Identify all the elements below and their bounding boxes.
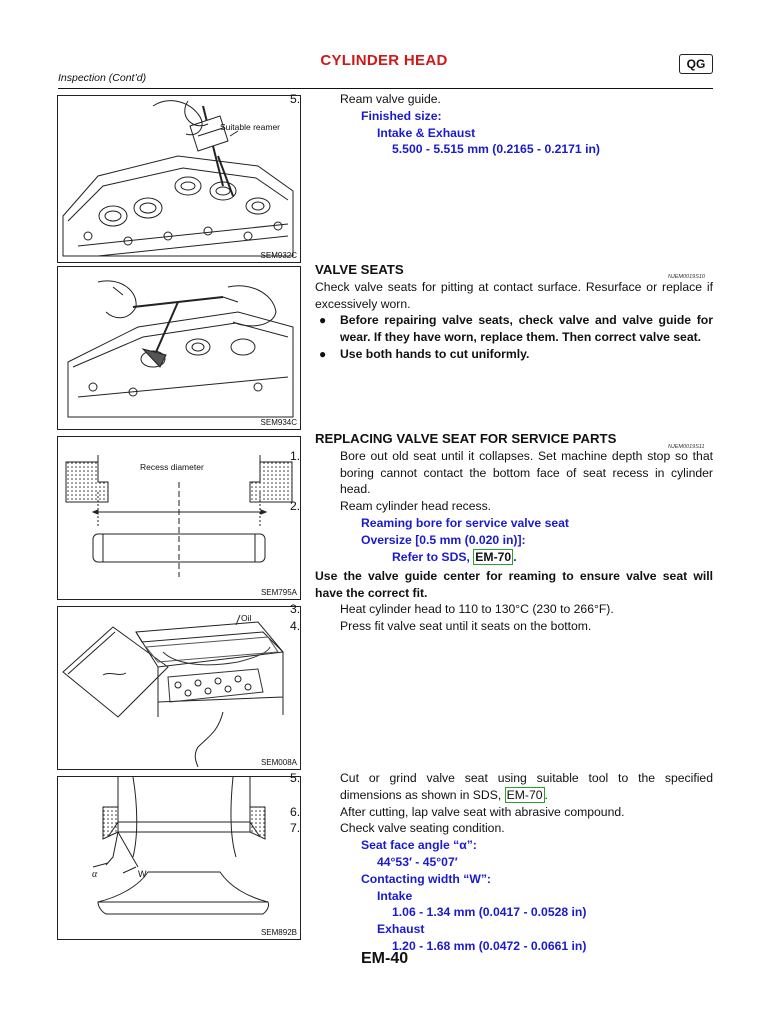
w-label: W [138,869,147,879]
spec-size-value: 5.500 - 5.515 mm (0.2165 - 0.2171 in) [392,142,600,157]
spec-angle-value: 44°53′ - 45°07′ [377,854,458,869]
valve-seats-section: VALVE SEATS Check valve seats for pittin… [315,262,713,363]
reference-code: NJEM0019S10 [668,274,705,280]
section-heading: VALVE SEATS [315,262,404,277]
spec-seat-face-angle: Seat face angle “α”: [361,838,477,853]
spec-intake-value: 1.06 - 1.34 mm (0.0417 - 0.0528 in) [392,905,587,920]
figure-code: SEM932C [260,251,297,260]
spec-intake: Intake [377,888,413,903]
oil-bath-illustration: Oil [62,613,284,768]
step-7-check: 7.Check valve seating condition. [290,821,505,836]
recess-diameter-illustration: Recess diameter [65,455,293,577]
ream-section: 5.Ream valve guide. Finished size: Intak… [290,91,713,158]
valve-seat-cutter-illustration [67,280,294,418]
figure-code: SEM934C [260,418,297,427]
page-subtitle: Inspection (Cont’d) [58,72,147,84]
alpha-label: α [92,869,98,880]
valve-seat-angle-illustration: α W [92,777,269,915]
recess-diameter-label: Recess diameter [140,462,204,472]
figure-recess-diameter: Recess diameter SEM795A [57,436,301,600]
cylinder-head-reamer-illustration: Suitable reamer [62,100,294,257]
heat-press-section: 3.Heat cylinder head to 110 to 130°C (23… [290,601,713,635]
spec-exhaust-value: 1.20 - 1.68 mm (0.0472 - 0.0661 in) [392,938,587,953]
reamer-label: Suitable reamer [220,122,280,132]
sds-link[interactable]: EM-70 [504,786,545,803]
figure-code: SEM892B [260,928,297,937]
spec-contacting-width: Contacting width “W”: [361,871,491,886]
cutting-section: 5.Cut or grind valve seat using suitable… [290,770,713,955]
step-1-bore: 1.Bore out old seat until it collapses. … [290,448,713,497]
step-5-ream: 5.Ream valve guide. [290,92,441,106]
step-2-ream-recess: 2.Ream cylinder head recess. [290,499,492,514]
spec-exhaust: Exhaust [377,922,425,937]
spec-refer-sds: Refer to SDS, EM-70. [392,548,517,565]
step-5-cut: 5.Cut or grind valve seat using suitable… [290,771,713,803]
figure-code: SEM795A [260,588,297,597]
step-6-lap: 6.After cutting, lap valve seat with abr… [290,804,625,819]
step-4-press-fit: 4.Press fit valve seat until it seats on… [290,618,592,633]
reaming-note: Use the valve guide center for reaming t… [315,569,713,601]
spec-reaming-bore: Reaming bore for service valve seat [361,515,569,530]
figure-seat-face-angle: α W SEM892B [57,776,301,940]
replacing-section: REPLACING VALVE SEAT FOR SERVICE PARTS 1… [290,431,713,602]
sds-link[interactable]: EM-70 [473,548,514,565]
header-rule [58,88,713,89]
page-number: EM-40 [361,950,409,967]
step-3-heat: 3.Heat cylinder head to 110 to 130°C (23… [290,602,614,616]
page-title: CYLINDER HEAD [320,52,448,69]
figure-heat-cylinder-head: Oil SEM008A [57,606,301,770]
figure-ream-valve-guide: Suitable reamer SEM932C [57,95,301,263]
valve-seats-paragraph: Check valve seats for pitting at contact… [315,279,713,311]
figure-valve-seat-cutting: SEM934C [57,266,301,430]
bullet-item: ●Use both hands to cut uniformly. [319,346,530,361]
oil-label: Oil [241,613,252,623]
section-badge: QG [679,54,713,74]
spec-intake-exhaust: Intake & Exhaust [377,125,476,140]
reference-code: NJEM0019S11 [668,444,705,450]
section-heading: REPLACING VALVE SEAT FOR SERVICE PARTS [315,431,617,446]
spec-finished-size: Finished size: [361,108,442,123]
spec-oversize: Oversize [0.5 mm (0.020 in)]: [361,532,526,547]
figure-code: SEM008A [260,758,297,767]
bullet-item: ●Before repairing valve seats, check val… [319,313,713,345]
